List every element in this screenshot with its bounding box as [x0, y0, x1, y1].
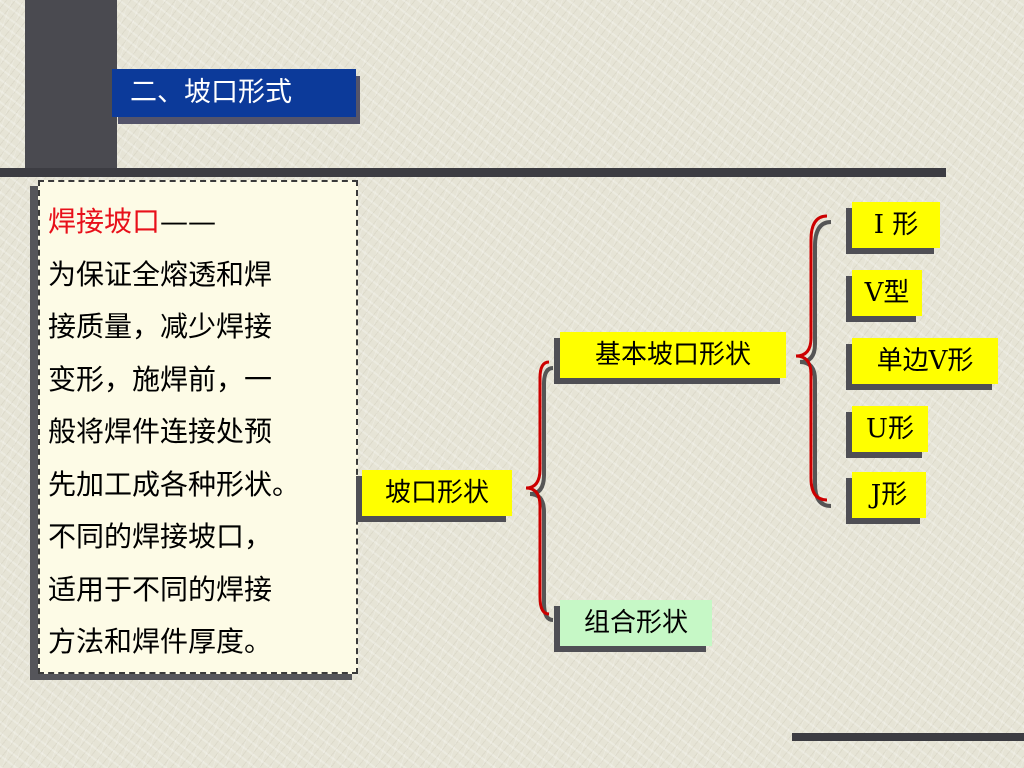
decorative-bottom-rule [792, 733, 1024, 741]
definition-line: 不同的焊接坡口， [48, 520, 273, 553]
node-root-label: 坡口形状 [362, 470, 512, 516]
definition-dash: —— [160, 205, 217, 238]
definition-box: 焊接坡口—— 为保证全熔透和焊 接质量，减少焊接 变形，施焊前，一 般将焊件连接… [38, 180, 358, 674]
node-combined: 组合形状 [554, 600, 712, 652]
definition-line: 方法和焊件厚度。 [48, 625, 273, 658]
node-v-shape: V型 [846, 270, 922, 322]
root-brace [525, 360, 550, 616]
node-j-shape-label: J形 [852, 472, 926, 518]
node-i-shape-label: I 形 [852, 202, 940, 248]
definition-line: 变形，施焊前，一 [48, 362, 273, 396]
node-v-shape-label: V型 [852, 270, 922, 316]
node-basic: 基本坡口形状 [554, 332, 786, 384]
basic-brace [795, 214, 828, 502]
decorative-vertical-bar [25, 0, 117, 172]
decorative-top-rule [0, 168, 946, 177]
node-u-shape: U形 [846, 406, 928, 458]
basic-brace-shadow [799, 220, 832, 508]
definition-term: 焊接坡口 [48, 205, 161, 238]
node-basic-label: 基本坡口形状 [560, 332, 786, 378]
node-j-shape: J形 [846, 472, 926, 524]
definition-line: 先加工成各种形状。 [48, 467, 301, 501]
definition-line: 适用于不同的焊接 [48, 572, 273, 606]
root-brace-shadow [529, 366, 554, 622]
node-combined-label: 组合形状 [560, 600, 712, 646]
definition-heading: 焊接坡口—— [48, 196, 356, 249]
definition-line: 接质量，减少焊接 [48, 310, 273, 343]
node-single-bevel-v: 单边V形 [846, 338, 998, 390]
definition-line: 为保证全熔透和焊 [48, 257, 273, 291]
node-i-shape: I 形 [846, 202, 940, 254]
node-u-shape-label: U形 [852, 406, 928, 452]
slide-title: 二、坡口形式 [112, 69, 356, 117]
node-single-bevel-v-label: 单边V形 [852, 338, 998, 384]
definition-line: 般将焊件连接处预 [48, 415, 273, 448]
node-root: 坡口形状 [356, 470, 512, 522]
